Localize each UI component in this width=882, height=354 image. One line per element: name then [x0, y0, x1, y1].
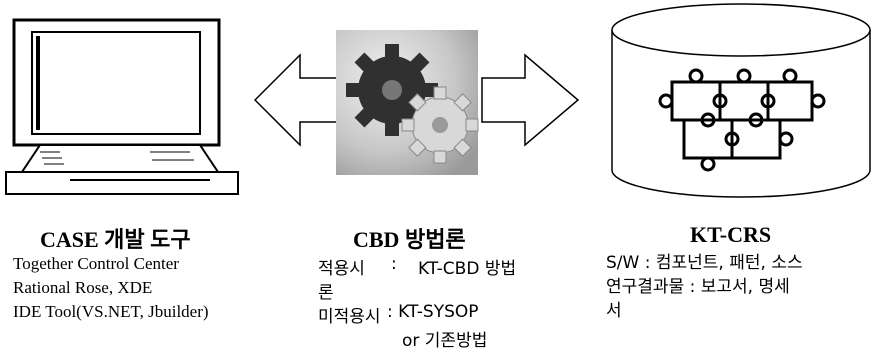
- left-arrow-shape: [253, 53, 346, 147]
- cbd-method-title: CBD 방법론: [353, 227, 466, 252]
- cbd-applied-label: 적용시: [318, 259, 365, 279]
- cbd-applied-value-cont: 론: [318, 283, 334, 303]
- kt-crs-line-1: S/W : 컴포넌트, 패턴, 소스: [606, 253, 803, 273]
- cbd-applied-sep: :: [391, 254, 397, 274]
- case-tools-item-1: Together Control Center: [13, 254, 179, 273]
- cbd-not-applied-value-cont: or 기존방법: [402, 331, 488, 351]
- cbd-applied-value: KT-CBD 방법: [418, 259, 517, 279]
- computer-icon: [5, 18, 239, 195]
- cbd-not-applied-value: : KT-SYSOP: [387, 302, 479, 322]
- kt-crs-line-3: 서: [606, 301, 622, 321]
- database-cylinder-icon: [611, 3, 871, 198]
- case-tools-title: CASE 개발 도구: [40, 227, 191, 252]
- cbd-not-applied-label: 미적용시: [318, 307, 381, 327]
- case-tools-item-3: IDE Tool(VS.NET, Jbuilder): [13, 302, 209, 321]
- kt-crs-title: KT-CRS: [690, 222, 772, 247]
- puzzle-icon: [658, 68, 826, 172]
- gears-icon: [336, 30, 479, 175]
- case-tools-item-2: Rational Rose, XDE: [13, 278, 153, 297]
- right-arrow-shape: [481, 53, 580, 147]
- kt-crs-line-2: 연구결과물 : 보고서, 명세: [606, 277, 790, 297]
